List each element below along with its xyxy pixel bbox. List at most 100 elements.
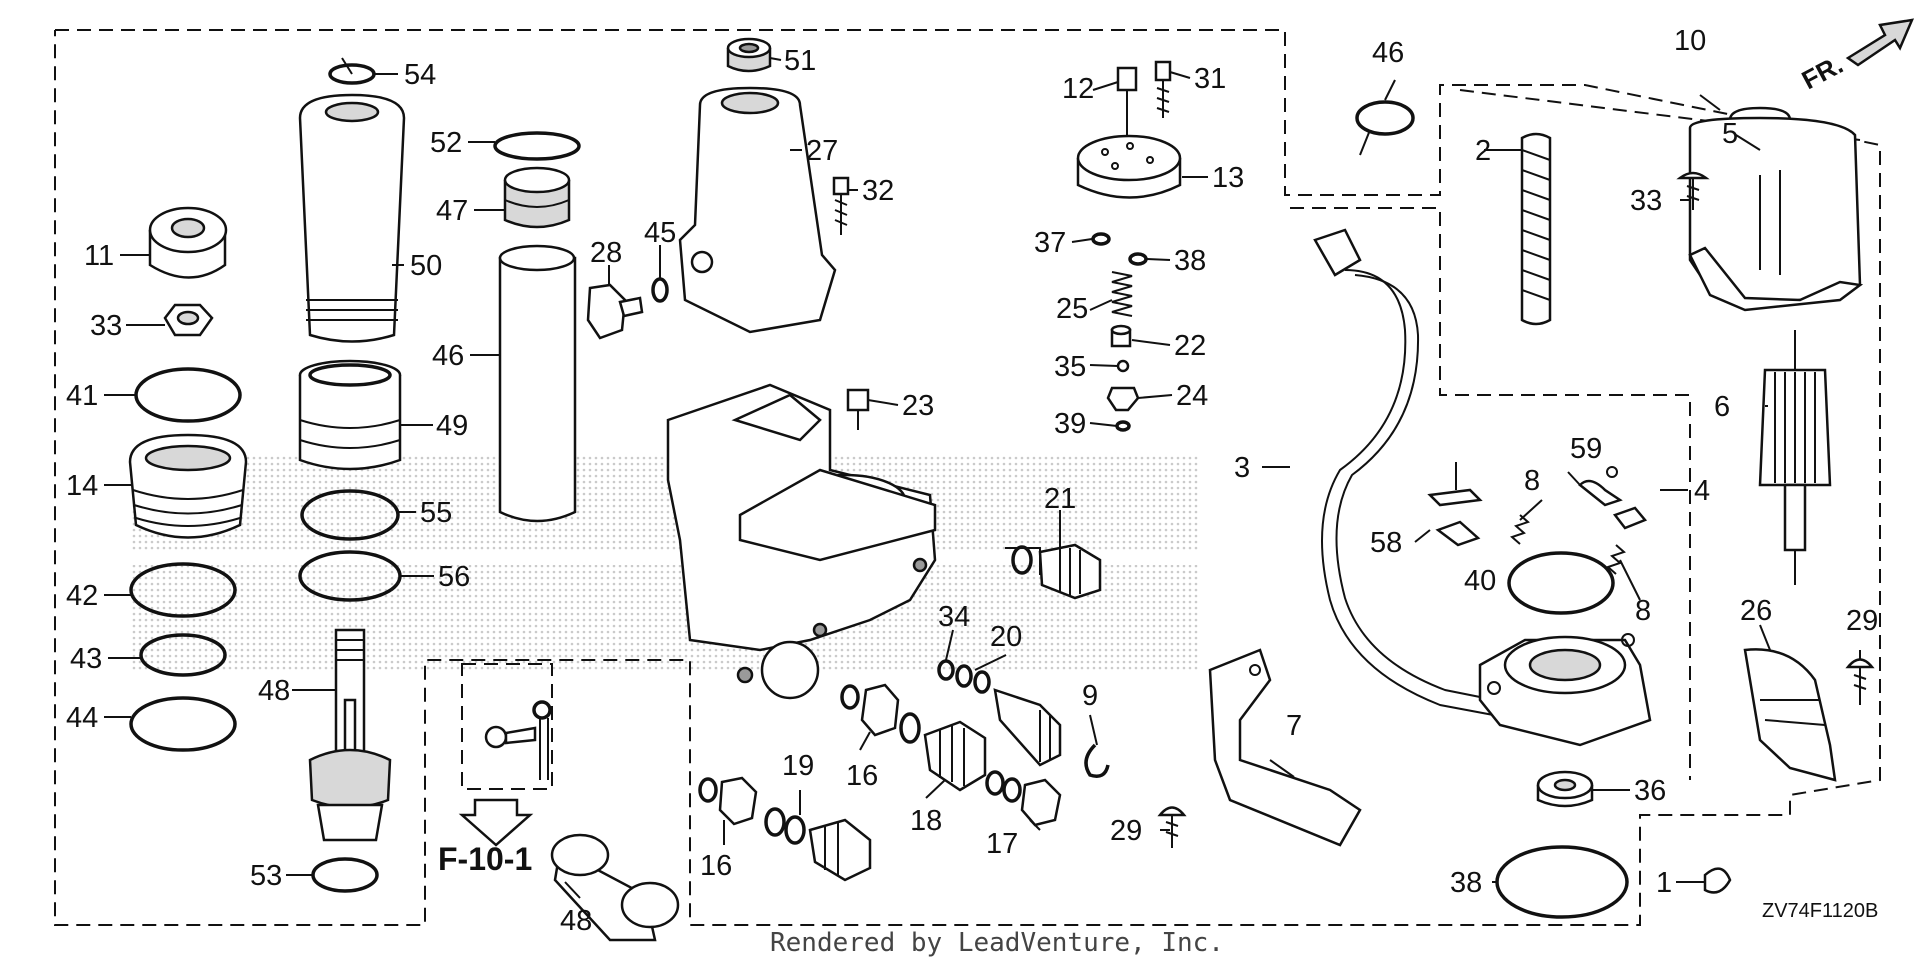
callout-1: 1	[1656, 867, 1672, 899]
part-bolt-ground	[484, 700, 552, 780]
callout-43: 43	[70, 643, 102, 675]
callout-41: 41	[66, 380, 98, 412]
callout-56: 56	[438, 561, 470, 593]
diagram-code: ZV74F1120B	[1762, 900, 1878, 922]
part-34-oring	[937, 659, 955, 681]
part-36-seal	[1536, 770, 1594, 808]
part-58-brush	[1427, 462, 1483, 547]
callout-22: 22	[1174, 330, 1206, 362]
callout-9: 9	[1082, 680, 1098, 712]
callout-18: 18	[910, 805, 942, 837]
part-2-gear	[1520, 132, 1552, 326]
part-5-motor	[1688, 106, 1864, 312]
callout-21: 21	[1044, 483, 1076, 515]
callout-5: 5	[1722, 118, 1738, 150]
callout-14: 14	[66, 470, 98, 502]
callout-27: 27	[806, 135, 838, 167]
part-42-oring	[129, 562, 237, 618]
part-8-spring	[1510, 514, 1530, 545]
part-17-valve	[985, 770, 1062, 827]
part-brush-holder	[1478, 633, 1652, 747]
part-7-bracket	[1208, 648, 1362, 847]
callout-31: 31	[1194, 63, 1226, 95]
callout-4: 4	[1694, 475, 1710, 507]
part-29-bolt-b	[1845, 658, 1875, 705]
part-45-oring	[651, 277, 669, 303]
callout-55: 55	[420, 497, 452, 529]
part-23-plug	[846, 388, 870, 430]
part-49-tube	[498, 244, 577, 523]
part-pump-body	[666, 383, 937, 700]
reference-label: F-10-1	[438, 841, 532, 877]
part-54-oring	[311, 857, 379, 893]
part-14-cylinder-head	[128, 433, 248, 539]
callout-16-left: 16	[700, 850, 732, 882]
callout-3: 3	[1234, 452, 1250, 484]
part-8-spring-b	[1606, 544, 1626, 575]
callout-38-right: 38	[1174, 245, 1206, 277]
callout-53: 51	[784, 45, 816, 77]
part-16-sleeve	[840, 683, 900, 737]
callout-39: 39	[1054, 408, 1086, 440]
part-1-clip	[1703, 867, 1732, 894]
callout-30: 32	[862, 175, 894, 207]
callout-17: 17	[986, 828, 1018, 860]
part-11-cap	[148, 206, 228, 279]
part-52-tilt-cylinder	[298, 93, 406, 343]
callout-45: 45	[644, 217, 676, 249]
callout-57: 54	[404, 59, 436, 91]
callout-7: 7	[1286, 710, 1302, 742]
callout-49: 46	[432, 340, 464, 372]
part-39-ring	[1115, 420, 1131, 432]
front-direction-arrow	[1845, 18, 1915, 67]
part-31-screw	[1154, 60, 1172, 118]
callout-25: 25	[1056, 293, 1088, 325]
callout-54-bottom: 53	[250, 860, 282, 892]
part-38-washer-b	[1128, 252, 1148, 266]
part-46-band	[1355, 100, 1415, 156]
callout-16-right: 16	[846, 760, 878, 792]
part-40-oring	[1507, 551, 1615, 615]
callout-46: 46	[1372, 37, 1404, 69]
part-24-valve	[1106, 386, 1140, 412]
callout-42: 42	[66, 580, 98, 612]
part-33-nut	[163, 303, 214, 337]
callout-34: 34	[938, 601, 970, 633]
part-54-oring-upper	[493, 131, 581, 161]
callout-54-top: 52	[430, 127, 462, 159]
callout-13: 13	[1212, 162, 1244, 194]
part-53-cap	[726, 37, 772, 73]
part-37-oring	[1495, 845, 1629, 919]
part-55-oring	[300, 489, 400, 541]
part-16-sleeve-b	[698, 776, 758, 826]
callout-48: 48	[258, 675, 290, 707]
callout-44: 44	[66, 702, 98, 734]
part-9-circlip	[1084, 743, 1110, 778]
part-51-piston	[298, 359, 402, 471]
callout-58: 58	[1370, 527, 1402, 559]
part-43-oring	[139, 633, 227, 677]
leader-lines	[104, 57, 1861, 899]
callout-20: 20	[990, 621, 1022, 653]
part-25-spring	[1111, 271, 1133, 317]
callout-26: 26	[1740, 595, 1772, 627]
callout-33: 33	[90, 310, 122, 342]
part-48-piston-rod	[308, 628, 392, 842]
callout-29-left: 29	[1110, 815, 1142, 847]
part-6-armature	[1758, 330, 1832, 585]
callout-37: 38	[1450, 867, 1482, 899]
callout-40: 40	[1464, 565, 1496, 597]
callout-2: 2	[1475, 135, 1491, 167]
part-47-sleeve	[550, 833, 680, 942]
part-38-washer	[1091, 232, 1111, 246]
callout-28: 28	[590, 237, 622, 269]
callout-6: 6	[1714, 391, 1730, 423]
part-19-valve	[764, 807, 872, 882]
callout-50: 47	[436, 195, 468, 227]
callout-59: 59	[1570, 433, 1602, 465]
credit-text: Rendered by LeadVenture, Inc.	[770, 928, 1224, 958]
callout-labels: 54 50 49 55 56 48 53 11 33 41 14 42 43 4…	[66, 25, 1878, 937]
callout-12: 12	[1062, 73, 1094, 105]
part-30-screw	[832, 176, 850, 235]
callout-11: 11	[84, 240, 114, 272]
